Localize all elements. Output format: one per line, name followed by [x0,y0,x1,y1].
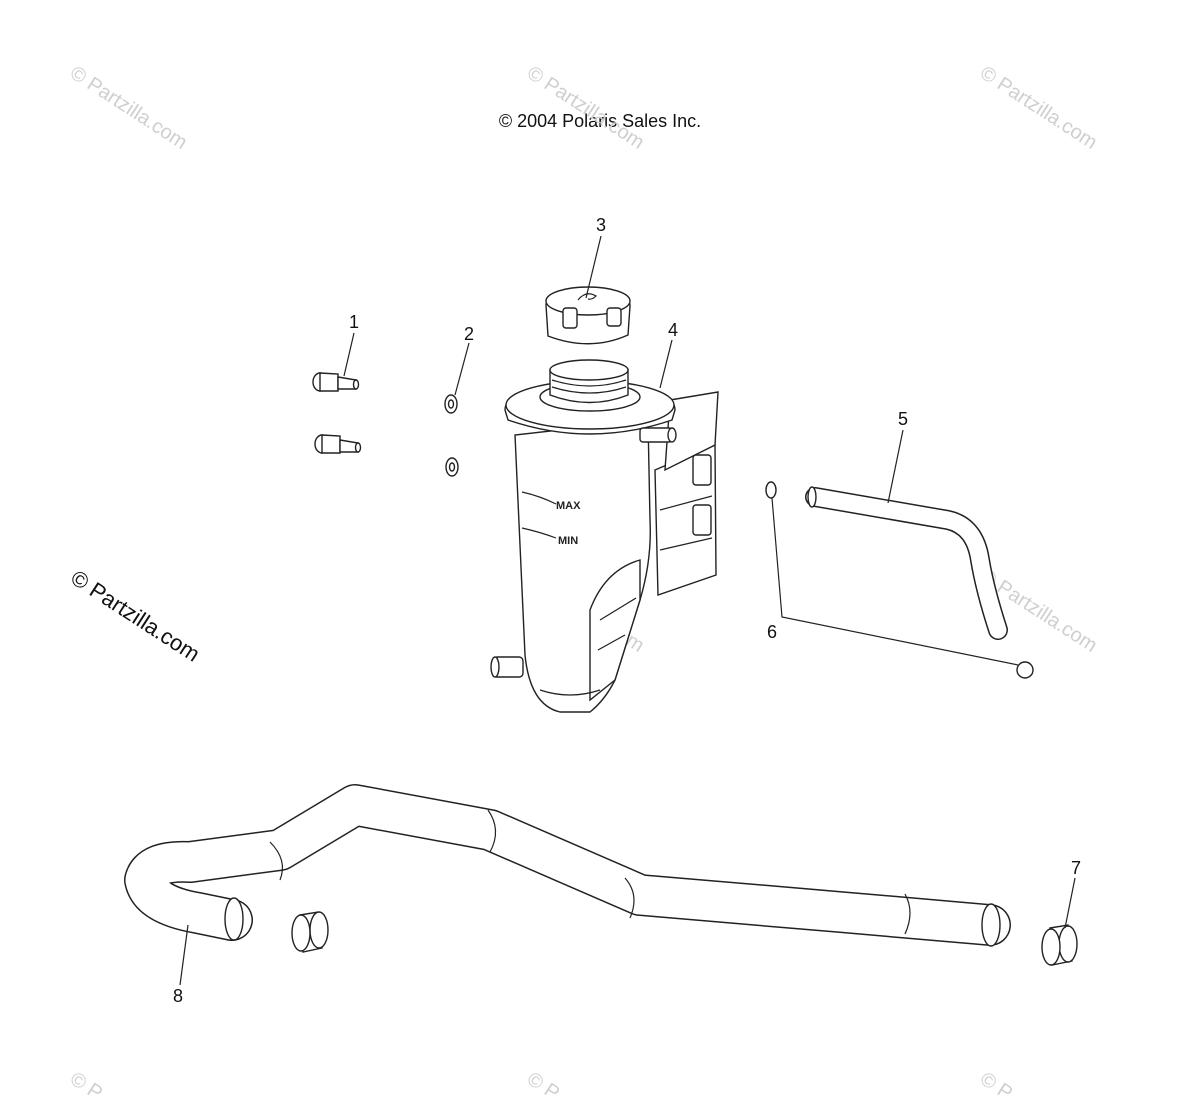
washer-upper [444,394,458,414]
callout-4: 4 [668,320,678,340]
callout-6: 6 [767,622,777,642]
hose-clamp-small-upper [765,481,777,499]
leader-line-6 [771,497,1019,666]
bolt-upper [312,372,360,392]
hose-clamp-small-lower [1016,661,1034,679]
callout-1: 1 [349,312,359,332]
leader-line-1 [343,332,355,377]
leader-line-4 [659,339,673,389]
bolt-lower [314,434,362,454]
coolant-hose [124,784,1011,947]
hose-clamp-right [1041,924,1078,966]
copyright-notice: © 2004 Polaris Sales Inc. [498,111,702,131]
leader-line-8 [179,924,189,986]
callout-7: 7 [1071,858,1081,878]
coolant-reservoir: MAX MIN [490,359,719,713]
min-mark: MIN [558,535,578,547]
leader-line-7 [1064,877,1076,929]
reservoir-cap [545,286,631,345]
max-mark: MAX [556,500,581,512]
hose-clamp-left [291,911,329,953]
callout-8: 8 [173,986,183,1006]
overflow-hose [805,486,1008,640]
leader-line-3 [585,235,602,299]
callout-2: 2 [464,324,474,344]
leader-line-5 [887,429,904,504]
washer-lower [445,457,459,477]
callout-3: 3 [596,215,606,235]
leader-line-2 [454,342,470,396]
callout-5: 5 [898,409,908,429]
